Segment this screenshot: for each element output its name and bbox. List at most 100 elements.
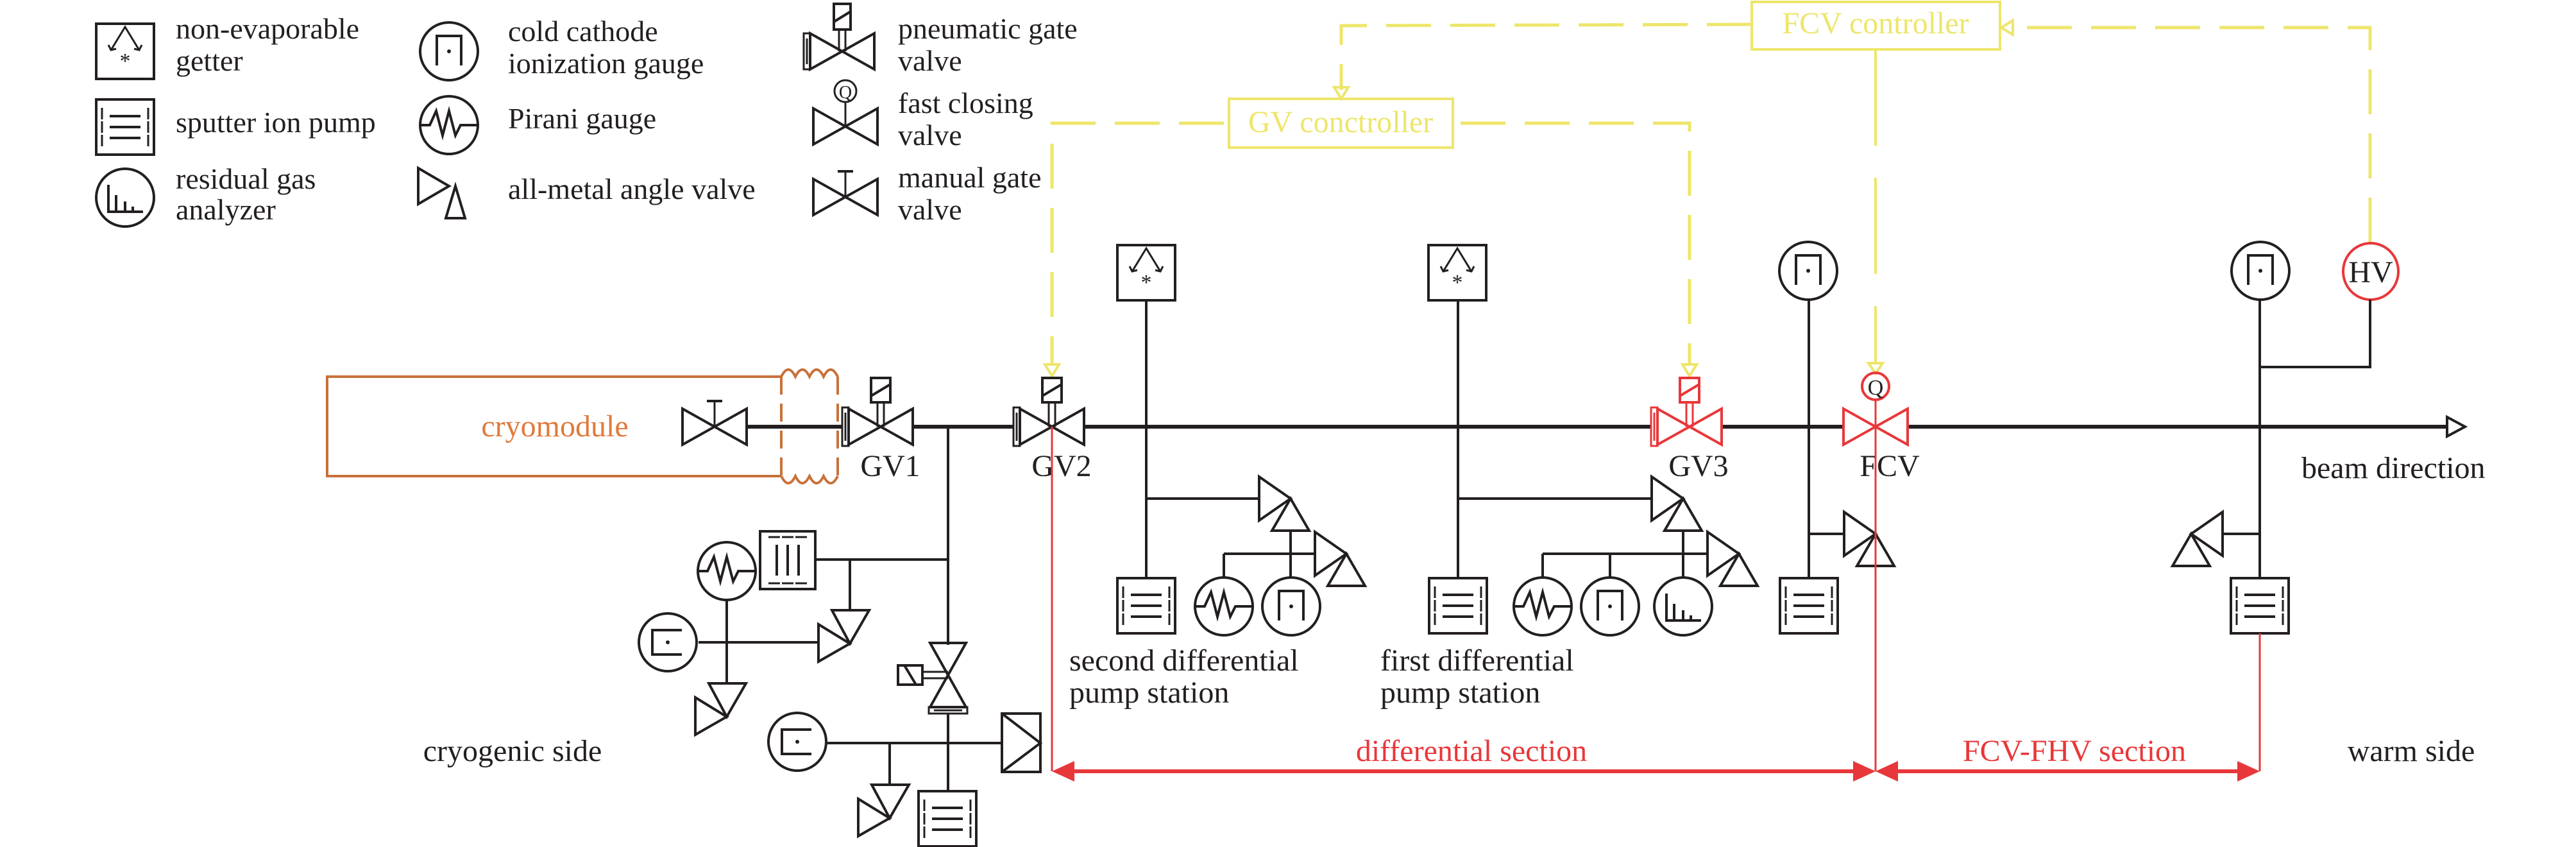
gv-controller-label: GV conctroller [1248,105,1433,139]
signal-hv-to-fcv [2014,26,2372,243]
cryomodule-label: cryomodule [481,409,628,443]
angle-valve[interactable] [694,682,749,737]
angle-valve[interactable] [1706,529,1760,587]
legend-item-sputter-ion-pump: sputter ion pump [95,98,376,156]
station-label: first differential [1380,644,1574,678]
sputter-ion-pump[interactable] [2230,577,2290,635]
cold-cathode-gauge[interactable] [767,712,827,772]
legend-label: ionization gauge [508,47,704,80]
gv1-label: GV1 [860,449,920,483]
cold-cathode-gauge[interactable] [2230,241,2291,301]
arrow-head-icon [1866,362,1885,376]
fcv-sensor-circle [1861,372,1890,401]
cold-cathode-gauge[interactable] [1580,576,1640,637]
sputter-ion-pump[interactable] [1779,577,1839,635]
signal-fcv-to-gv [1339,22,1752,90]
gate-valve-gv3[interactable] [1650,377,1723,447]
legend-label: pneumatic gate [898,12,1078,45]
differential-section-label: differential section [1356,734,1587,768]
angle-valve[interactable] [1314,529,1368,587]
angle-valve-icon [417,166,467,219]
arrow-head-icon [2237,761,2260,782]
gv3-label: GV3 [1668,449,1728,483]
legend-item-angle-valve: all-metal angle valve [417,166,756,219]
hv-label: HV [2348,255,2393,289]
arrow-head-icon [1042,363,1062,379]
ccg-icon [419,21,479,81]
legend-item-fast-closing-valve: Q fast closing valve [812,79,1033,151]
pirani-icon [419,95,479,155]
station-label: pump station [1380,676,1540,710]
pirani-gauge[interactable] [1513,576,1573,637]
beam-line: beam direction [747,415,2486,485]
sputter-ion-pump[interactable] [759,530,817,590]
control-signals: FCV controller GV conctroller [1042,1,2372,379]
pirani-gauge[interactable] [697,541,757,601]
legend-label: manual gate [898,161,1042,194]
getter[interactable] [1427,244,1487,302]
angle-valve[interactable] [817,609,872,664]
cryomodule[interactable]: cryomodule [326,368,839,484]
sputter-ion-pump[interactable] [1428,577,1488,635]
angle-valve[interactable] [1650,474,1704,532]
beam-arrow-icon [2446,415,2468,439]
arrow-head-icon [1999,18,2014,37]
section-markers: differential section FCV-FHV section [1051,427,2261,782]
second-differential-pump-station: second differential pump station [1069,244,1368,710]
arrow-head-icon [1052,761,1074,782]
pirani-gauge[interactable] [1194,576,1254,637]
legend-item-pneumatic-gate-valve: pneumatic gate valve [802,3,1078,77]
cold-cathode-gauge[interactable] [638,612,698,672]
legend-label: fast closing [898,87,1033,119]
first-differential-pump-station: first differential pump station [1380,244,1760,710]
legend-item-ccg: cold cathode ionization gauge [419,15,704,81]
pneumatic-valve-vertical[interactable] [897,642,969,715]
getter[interactable] [1116,244,1176,302]
roughing-port[interactable] [1001,712,1042,773]
fast-closing-valve-icon: Q [812,79,879,146]
legend-item-pirani: Pirani gauge [419,95,656,155]
cryomodule-box [326,375,781,477]
legend-item-manual-gate-valve: manual gate valve [812,161,1042,226]
manual-gate-valve[interactable] [681,400,748,446]
arrow-head-icon [1680,363,1699,379]
sputter-ion-pump[interactable] [1116,577,1176,635]
angle-valve[interactable] [857,783,911,839]
bellows-top [780,368,839,380]
legend-label: residual gas [176,162,316,195]
cryogenic-pump-cluster [638,427,1043,847]
signal-gv-to-gv3 [1461,121,1691,366]
arrow-head-icon [1876,761,1898,782]
rga-icon [95,167,155,228]
angle-valve[interactable] [1843,509,1897,567]
cryogenic-side-label: cryogenic side [423,734,602,768]
cold-cathode-gauge[interactable] [1778,241,1838,301]
sputter-ion-pump-icon [95,98,155,156]
signal-gv-to-gv2 [1050,121,1224,366]
legend-item-rga: residual gas analyzer [95,162,316,228]
cold-cathode-gauge[interactable] [1261,576,1321,637]
gv2-label: GV2 [1031,449,1091,483]
gate-valve-gv2[interactable] [1012,377,1085,447]
fcv-controller-label: FCV controller [1782,6,1969,40]
angle-valve[interactable] [1258,474,1312,532]
legend-label: Pirani gauge [508,102,656,135]
pneumatic-gate-valve-icon [802,3,876,71]
gate-valve-gv1[interactable] [841,377,914,447]
fcv-label: FCV [1860,449,1920,483]
residual-gas-analyzer[interactable] [1653,576,1713,637]
legend-item-getter: non-evaporable getter [95,12,359,80]
manual-gate-valve-icon [812,170,879,216]
arrow-head-icon [1332,86,1351,101]
legend-label: sputter ion pump [176,106,376,139]
legend-label: getter [176,44,243,77]
angle-valve[interactable] [2170,509,2224,567]
beam-direction-label: beam direction [2301,451,2486,485]
warm-side-label: warm side [2348,734,2475,768]
legend-label: cold cathode [508,15,658,47]
sputter-ion-pump[interactable] [917,790,978,847]
legend-label: all-metal angle valve [508,173,756,205]
station-label: second differential [1069,644,1299,678]
fast-closing-valve-fcv[interactable]: Q [1842,372,1909,447]
